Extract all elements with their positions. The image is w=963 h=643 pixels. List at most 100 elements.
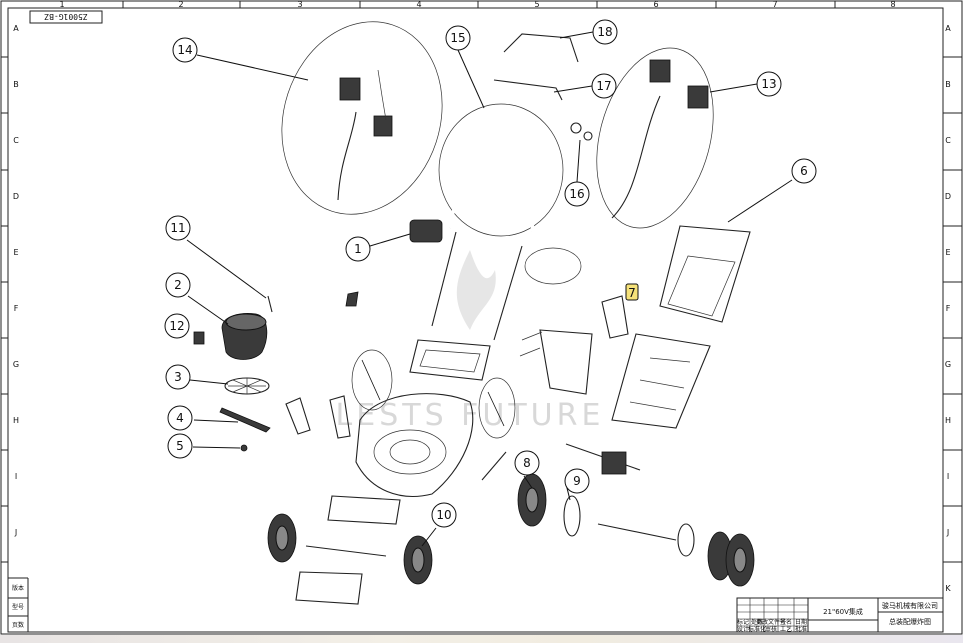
callout-7-label: 7 [628, 286, 636, 300]
row-label-j-right: J [946, 528, 949, 537]
row-label-h-right: H [945, 416, 951, 425]
col-label-5: 5 [534, 0, 539, 9]
callout-6: 6 [791, 158, 817, 184]
title-block-model: 21"60V集成 [823, 607, 863, 616]
callout-9-label: 9 [573, 474, 581, 488]
col-label-6: 6 [653, 0, 658, 9]
callout-17-label: 17 [596, 79, 611, 93]
row-label-i-right: I [947, 472, 949, 481]
callout-17: 17 [591, 73, 617, 99]
callout-4: 4 [167, 405, 193, 431]
callout-15: 15 [445, 25, 471, 51]
callout-13: 13 [756, 71, 782, 97]
callout-18: 18 [592, 19, 618, 45]
rear-chute [519, 329, 593, 395]
callout-10-label: 10 [436, 508, 451, 522]
detail-ellipse-13 [596, 47, 714, 229]
lower-handle-bars [431, 231, 523, 341]
motor-cover [409, 339, 491, 381]
wheels [267, 473, 755, 587]
callout-5-label: 5 [176, 439, 184, 453]
callout-11: 11 [165, 215, 191, 241]
tb-role-standard: 标准化 [748, 625, 766, 633]
part-13-right-switch [611, 59, 709, 219]
tb-role-design: 设计 [737, 625, 749, 633]
row-label-d: D [13, 192, 19, 201]
tb-cell-change-doc: 更改文件号 [756, 618, 786, 626]
callout-5: 5 [167, 433, 193, 459]
row-label-j: J [14, 528, 17, 537]
tb-cell-mark: 标记 [737, 618, 749, 626]
row-label-b: B [13, 80, 19, 89]
row-label-c-right: C [945, 136, 951, 145]
tb-role-approve: 批准 [795, 625, 807, 633]
row-ticks [1, 56, 962, 563]
inner-frame [7, 7, 944, 633]
part-1-handle-clamp [409, 219, 443, 243]
row-label-g-right: G [945, 360, 951, 369]
margin-label-model: 型号 [12, 603, 24, 611]
part-7-bag-clip [601, 295, 629, 339]
callout-13-label: 13 [761, 77, 776, 91]
callout-3-label: 3 [174, 370, 182, 384]
col-label-8: 8 [890, 0, 895, 9]
part-18-cross-bar [503, 33, 579, 63]
row-labels: A B C D E F G H I J A B C D E F G H I J … [13, 24, 951, 593]
detail-ellipse-15 [438, 103, 564, 237]
mower-deck [355, 393, 474, 497]
col-label-1: 1 [59, 0, 64, 9]
left-margin-labels: 版本 型号 页数 [8, 577, 29, 632]
tb-cell-count: 处数 [751, 618, 763, 626]
drawing-code-box [29, 10, 103, 24]
part-11-screw [267, 295, 273, 313]
rear-axle [565, 443, 677, 541]
row-label-e: E [13, 248, 18, 257]
bottom-edge-strip [0, 635, 963, 643]
callout-3: 3 [165, 364, 191, 390]
col-label-7: 7 [772, 0, 777, 9]
callout-leaders [186, 31, 793, 547]
callout-16: 16 [564, 181, 590, 207]
callout-7: 7 [625, 283, 639, 301]
part-15-upper-handle [448, 110, 542, 233]
tb-cell-date: 日期 [795, 618, 807, 626]
part-17-rod [493, 79, 563, 101]
col-label-4: 4 [416, 0, 421, 9]
row-label-k-right: K [945, 584, 951, 593]
row-label-a-right: A [945, 24, 951, 33]
callout-1-label: 1 [354, 242, 362, 256]
part-12-block [193, 331, 205, 345]
part-4-blade [219, 407, 271, 433]
row-label-f: F [14, 304, 19, 313]
part-16-clips [570, 122, 593, 141]
watermark: LESTS FUTURE [336, 250, 600, 433]
row-label-g: G [13, 360, 19, 369]
tb-cell-sign: 签名 [780, 618, 792, 626]
title-block: 21"60V集成 骏马机械有限公司 总装配爆炸图 标记 处数 更改文件号 签名 … [736, 597, 944, 633]
row-label-i: I [15, 472, 17, 481]
part-6-bag-frame [659, 225, 751, 323]
callout-2-label: 2 [174, 278, 182, 292]
callout-18-label: 18 [597, 25, 612, 39]
callout-4-label: 4 [176, 411, 184, 425]
row-label-c: C [13, 136, 19, 145]
title-block-drawing-name: 总装配爆炸图 [889, 617, 931, 626]
part-3-fan [224, 377, 270, 395]
grass-bag-basket [611, 333, 711, 429]
part-14-switch-assembly [337, 69, 393, 201]
detail-ellipse-14 [281, 21, 443, 215]
callout-12-label: 12 [169, 319, 184, 333]
row-label-a: A [13, 24, 19, 33]
callout-12: 12 [164, 313, 190, 339]
callout-10: 10 [431, 502, 457, 528]
part-2-motor [221, 313, 268, 360]
row-label-b-right: B [945, 80, 951, 89]
row-label-d-right: D [945, 192, 951, 201]
detail-ellipse-latch [524, 247, 582, 285]
row-label-h: H [13, 416, 19, 425]
margin-label-pages: 页数 [12, 621, 24, 629]
margin-label-version: 版本 [12, 584, 24, 592]
